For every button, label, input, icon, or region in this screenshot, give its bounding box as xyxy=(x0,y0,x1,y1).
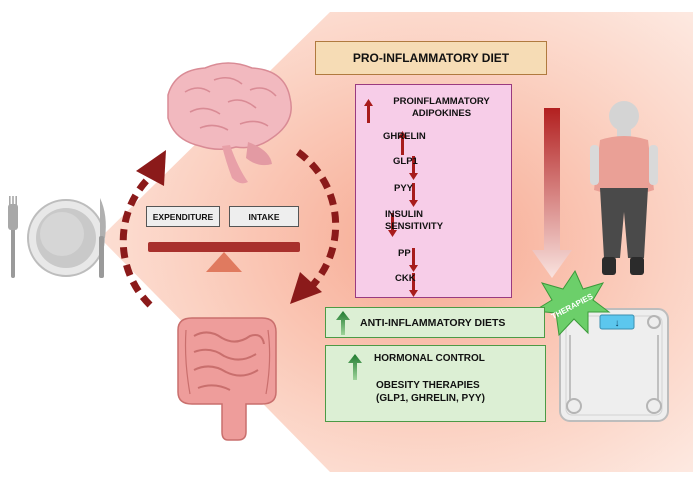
pro-inflammatory-diet-title: PRO-INFLAMMATORY DIET xyxy=(315,41,547,75)
marker-insulin-sensitivity: INSULIN SENSITIVITY xyxy=(356,209,513,233)
therapies-burst xyxy=(532,269,611,337)
balance-beam xyxy=(148,242,300,252)
marker-ghrelin: GHRELIN xyxy=(356,131,513,143)
marker-glp1: GLP1 xyxy=(356,156,513,168)
up-arrow-icon xyxy=(336,311,350,335)
weighing-scale-icon xyxy=(559,308,669,422)
down-arrow-icon xyxy=(409,183,418,207)
expenditure-label: EXPENDITURE xyxy=(152,211,214,222)
loop-arrowhead-down xyxy=(290,272,322,304)
marker-adipokines: PROINFLAMMATORY ADIPOKINES xyxy=(356,96,513,120)
marker-pp: PP xyxy=(356,248,513,260)
up-arrow-icon xyxy=(364,99,373,123)
feedback-loop-arrows xyxy=(119,149,340,308)
hormonal-control-box: HORMONAL CONTROL OBESITY THERAPIES (GLP1… xyxy=(325,345,546,422)
anti-inflammatory-label: ANTI-INFLAMMATORY DIETS xyxy=(360,316,506,329)
up-arrow-icon xyxy=(348,354,362,380)
down-arrow-icon xyxy=(388,213,397,237)
marker-pyy-label: PYY xyxy=(394,183,414,194)
balance-fulcrum xyxy=(206,252,242,272)
marker-ghrelin-label: GHRELIN xyxy=(383,131,426,142)
marker-glp1-label: GLP1 xyxy=(393,156,418,167)
obesity-therapies-targets: (GLP1, GHRELIN, PYY) xyxy=(376,393,485,404)
down-arrow-icon xyxy=(409,273,418,297)
obesity-therapies-label: OBESITY THERAPIES xyxy=(376,380,480,391)
pro-inflammatory-diet-label: PRO-INFLAMMATORY DIET xyxy=(352,51,510,65)
expenditure-box: EXPENDITURE xyxy=(146,206,220,227)
scale-display: ↓ xyxy=(615,318,620,329)
marker-pp-label: PP xyxy=(398,248,411,259)
marker-insulin-label: INSULIN SENSITIVITY xyxy=(385,209,444,232)
brain-icon xyxy=(167,62,292,184)
hormonal-control-label: HORMONAL CONTROL xyxy=(374,353,485,364)
loop-arrowhead-up xyxy=(136,150,166,186)
person-figure xyxy=(590,101,658,275)
down-arrow-icon xyxy=(409,248,418,272)
marker-panel: PROINFLAMMATORY ADIPOKINES GHRELIN GLP1 … xyxy=(355,84,512,298)
knife-icon xyxy=(99,198,106,278)
intake-box: INTAKE xyxy=(229,206,299,227)
plate-icon xyxy=(27,199,105,277)
marker-arrows xyxy=(364,99,418,297)
intestine-icon xyxy=(177,317,277,441)
transition-down-arrow xyxy=(532,108,572,278)
marker-ckk: CKK xyxy=(356,273,513,285)
anti-inflammatory-diets-box: ANTI-INFLAMMATORY DIETS xyxy=(325,307,545,338)
intake-label: INTAKE xyxy=(248,211,280,222)
marker-ckk-label: CKK xyxy=(395,273,416,284)
marker-adipokines-line1: PROINFLAMMATORY ADIPOKINES xyxy=(393,96,490,119)
up-arrow-icon xyxy=(398,131,407,155)
marker-pyy: PYY xyxy=(356,183,513,195)
fork-icon xyxy=(8,196,18,278)
down-arrow-icon xyxy=(409,156,418,180)
